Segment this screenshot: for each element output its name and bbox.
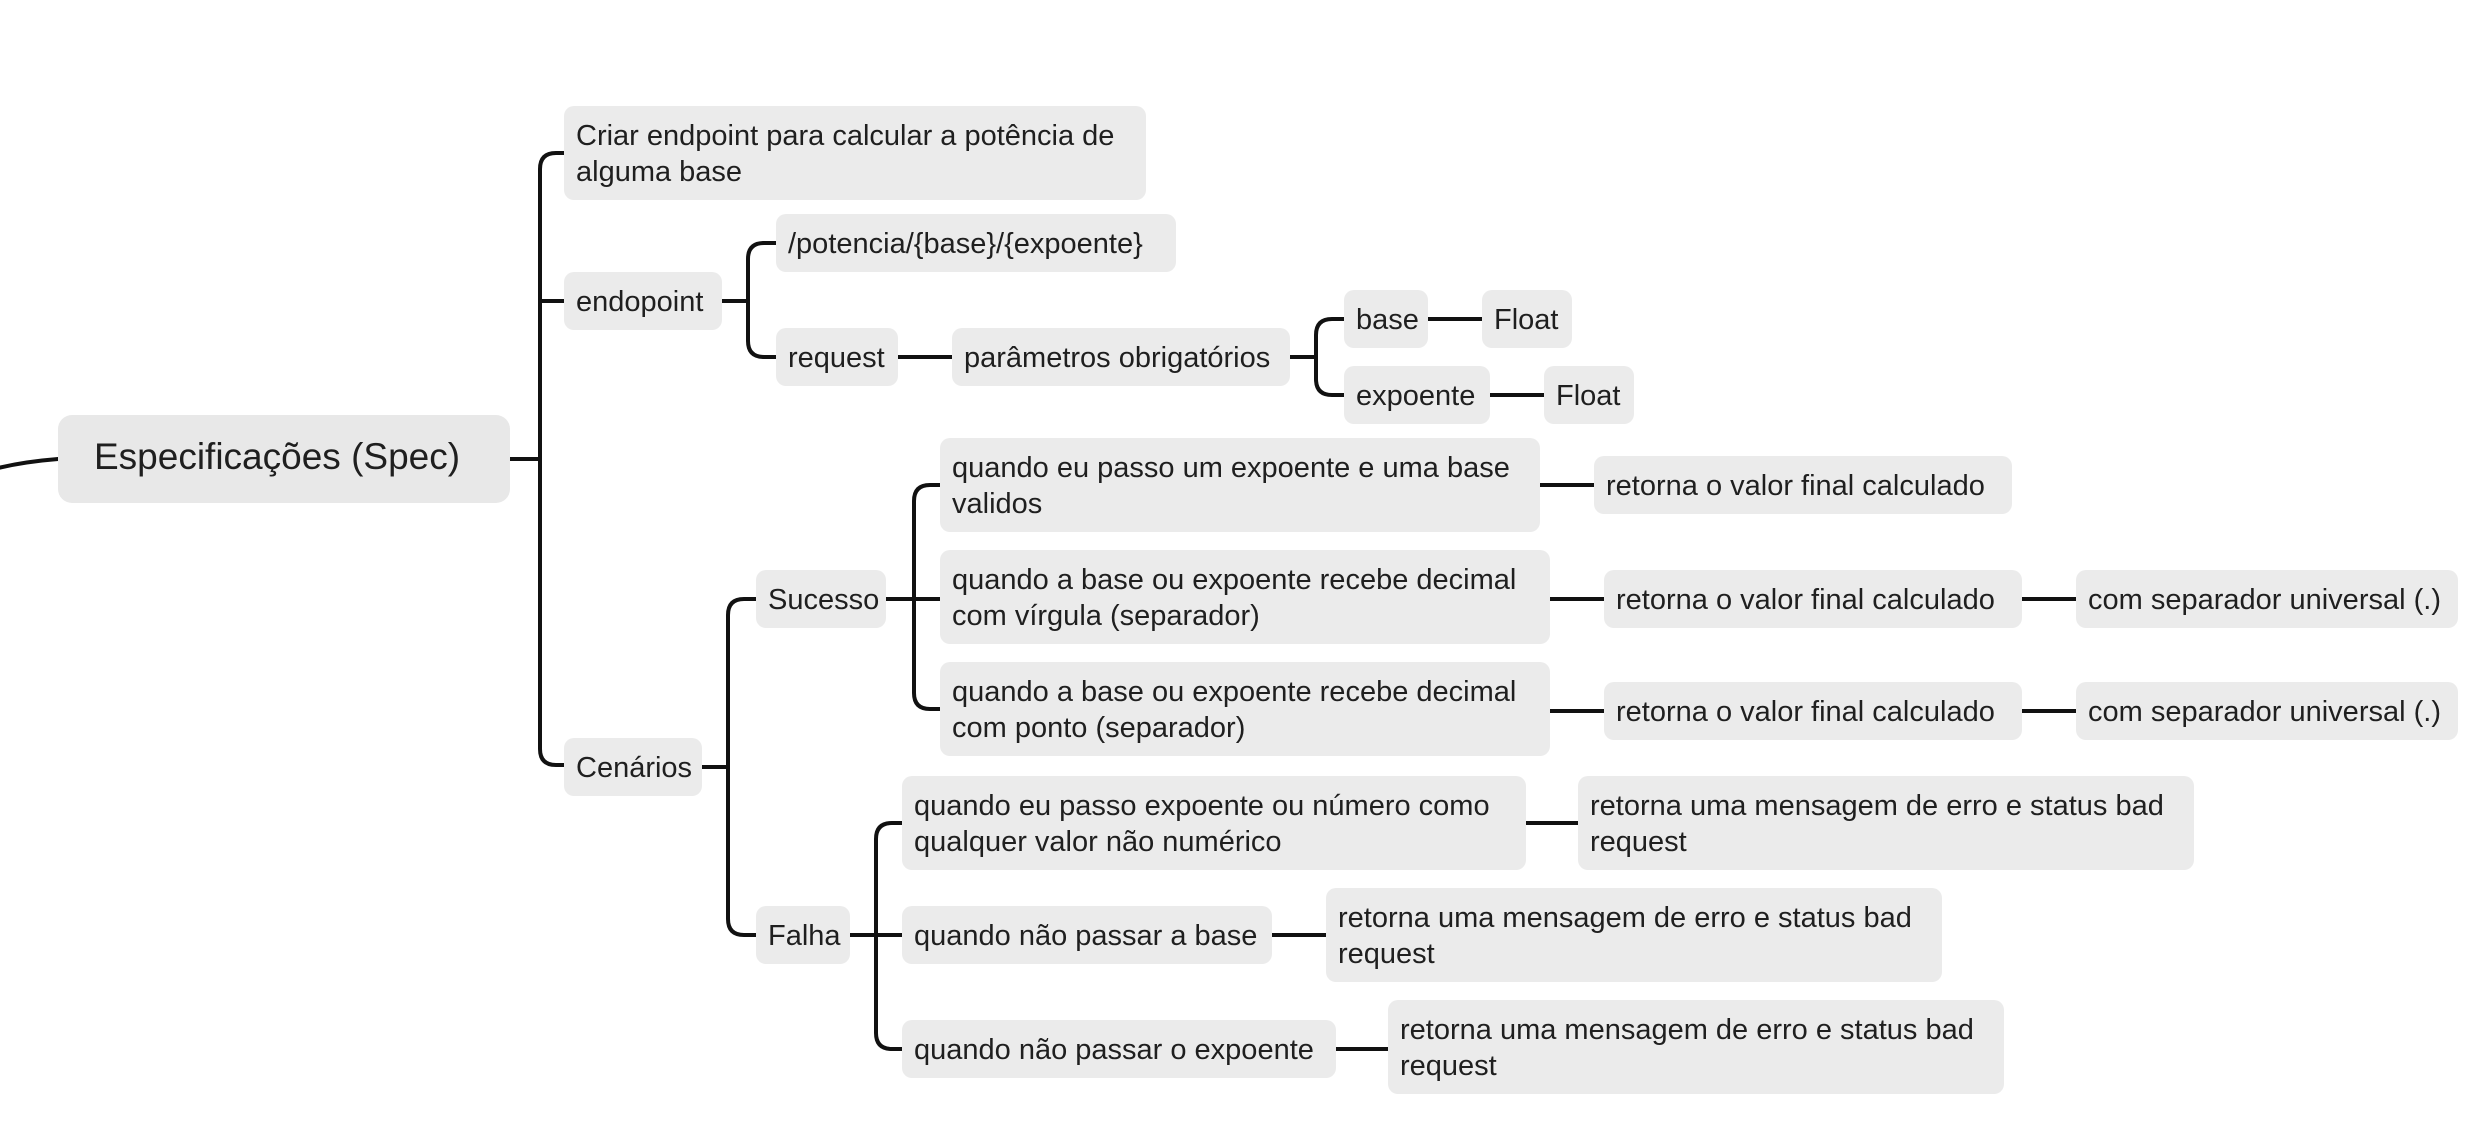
topic-sucesso-case-3-result[interactable]: retorna o valor final calculado [1604,682,2022,740]
topic-falha-case-1-result-label: retorna uma mensagem de erro e status ba… [1590,790,2164,858]
root-bracket [538,151,566,767]
topic-falha-case-2[interactable]: quando não passar a base [902,906,1272,964]
topic-parametros-obrigatorios[interactable]: parâmetros obrigatórios [952,328,1290,386]
topic-sucesso-case-1-result[interactable]: retorna o valor final calculado [1594,456,2012,514]
topic-param-base[interactable]: base [1344,290,1428,348]
topic-falha-case-3-result[interactable]: retorna uma mensagem de erro e status ba… [1388,1000,2004,1094]
topic-falha-case-3-result-label: retorna uma mensagem de erro e status ba… [1400,1014,1974,1082]
topic-falha-case-2-result-label: retorna uma mensagem de erro e status ba… [1338,902,1912,970]
topic-sucesso-case-2-detail[interactable]: com separador universal (.) [2076,570,2458,628]
topic-sucesso-case-1-label: quando eu passo um expoente e uma base v… [952,452,1510,520]
topic-sucesso-case-1[interactable]: quando eu passo um expoente e uma base v… [940,438,1540,532]
topic-falha-case-1[interactable]: quando eu passo expoente ou número como … [902,776,1526,870]
falha-bracket [874,821,904,1051]
topic-endopoint[interactable]: endopoint [564,272,722,330]
cenarios-bracket [726,597,758,937]
topic-sucesso-case-3[interactable]: quando a base ou expoente recebe decimal… [940,662,1550,756]
topic-criar-endpoint[interactable]: Criar endpoint para calcular a potência … [564,106,1146,200]
endopoint-bracket [746,241,778,359]
params-bracket [1314,317,1346,397]
topic-param-expoente[interactable]: expoente [1344,366,1490,424]
topic-falha-case-1-result[interactable]: retorna uma mensagem de erro e status ba… [1578,776,2194,870]
topic-falha-case-2-result[interactable]: retorna uma mensagem de erro e status ba… [1326,888,1942,982]
topic-sucesso-case-2-label: quando a base ou expoente recebe decimal… [952,564,1517,632]
topic-cenarios[interactable]: Cenários [564,738,702,796]
topic-base-type[interactable]: Float [1482,290,1572,348]
topic-criar-endpoint-label: Criar endpoint para calcular a potência … [576,120,1115,188]
topic-endpoint-path[interactable]: /potencia/{base}/{expoente} [776,214,1176,272]
topic-sucesso-case-2-result[interactable]: retorna o valor final calculado [1604,570,2022,628]
topic-falha[interactable]: Falha [756,906,850,964]
topic-falha-case-1-label: quando eu passo expoente ou número como … [914,790,1490,858]
topic-sucesso-case-3-detail[interactable]: com separador universal (.) [2076,682,2458,740]
topic-expoente-type[interactable]: Float [1544,366,1634,424]
root-incoming-connector [0,457,60,470]
topic-falha-case-3[interactable]: quando não passar o expoente [902,1020,1336,1078]
topic-request[interactable]: request [776,328,898,386]
topic-sucesso[interactable]: Sucesso [756,570,886,628]
root-topic[interactable]: Especificações (Spec) [58,415,510,503]
topic-sucesso-case-2[interactable]: quando a base ou expoente recebe decimal… [940,550,1550,644]
sucesso-bracket [912,483,942,711]
topic-sucesso-case-3-label: quando a base ou expoente recebe decimal… [952,676,1517,744]
